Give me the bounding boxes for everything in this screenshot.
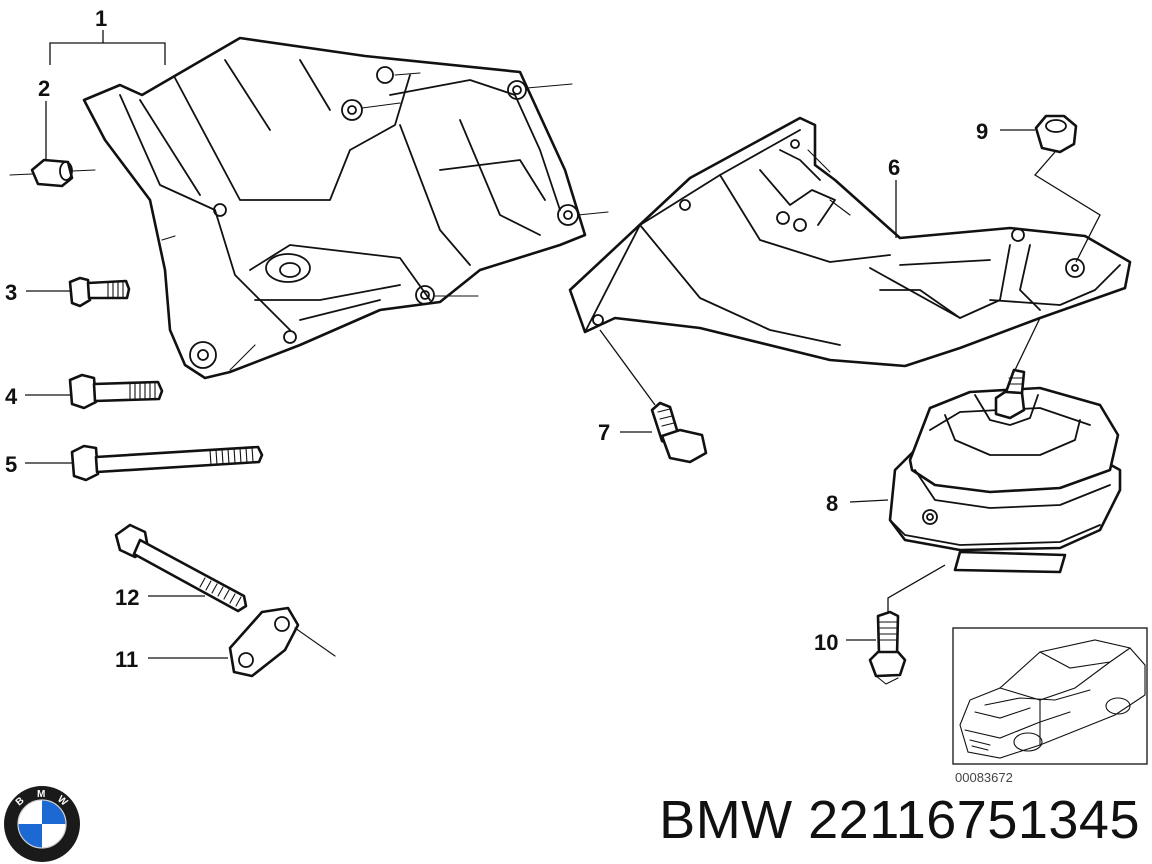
callout-9: 9 [976, 119, 988, 144]
leader-10-drop [887, 564, 946, 612]
leader-1 [49, 42, 166, 65]
callout-3: 3 [5, 280, 17, 305]
callout-5: 5 [5, 452, 17, 477]
short-bolt-part-3 [68, 276, 131, 308]
logo-quadrant-blue-1 [42, 800, 66, 824]
stud-bolt-part-10 [868, 610, 907, 685]
mount-arm-part-6 [568, 116, 1132, 368]
callout-2: 2 [38, 76, 50, 101]
leader-9-drop [1034, 151, 1101, 263]
medium-bolt-part-4 [68, 373, 164, 410]
callout-6: 6 [888, 155, 900, 180]
leader-lines [25, 30, 1101, 659]
bmw-logo: B M W [4, 786, 80, 862]
engine-bracket-part-1 [82, 36, 609, 380]
engine-mount-part-8 [888, 368, 1122, 574]
leader-7-drop [599, 329, 656, 406]
callout-1: 1 [95, 6, 107, 31]
angled-bolt-part-12 [114, 523, 248, 613]
long-bolt-part-5 [70, 444, 264, 482]
link-plate-part-11 [228, 606, 336, 678]
leader-8 [849, 499, 889, 503]
logo-quadrant-blue-2 [18, 824, 42, 848]
callout-numbers: 1 2 3 4 5 6 7 8 9 10 11 12 [5, 6, 988, 672]
vehicle-location-thumbnail: 00083672 [952, 627, 1148, 785]
logo-letter-m: M [37, 789, 45, 800]
callout-12: 12 [115, 585, 139, 610]
callout-8: 8 [826, 491, 838, 516]
nut-part-9 [1034, 114, 1078, 154]
small-bolt-part-7 [650, 401, 708, 464]
brand-part-number: BMW 22116751345 [659, 790, 1140, 850]
leader-mount-drop [1014, 317, 1041, 371]
car-outline [959, 639, 1146, 759]
sleeve-part-2 [9, 158, 96, 188]
callout-4: 4 [5, 384, 18, 409]
callout-11: 11 [115, 647, 138, 672]
callout-7: 7 [598, 420, 610, 445]
callout-10: 10 [814, 630, 838, 655]
reference-code: 00083672 [955, 770, 1013, 785]
